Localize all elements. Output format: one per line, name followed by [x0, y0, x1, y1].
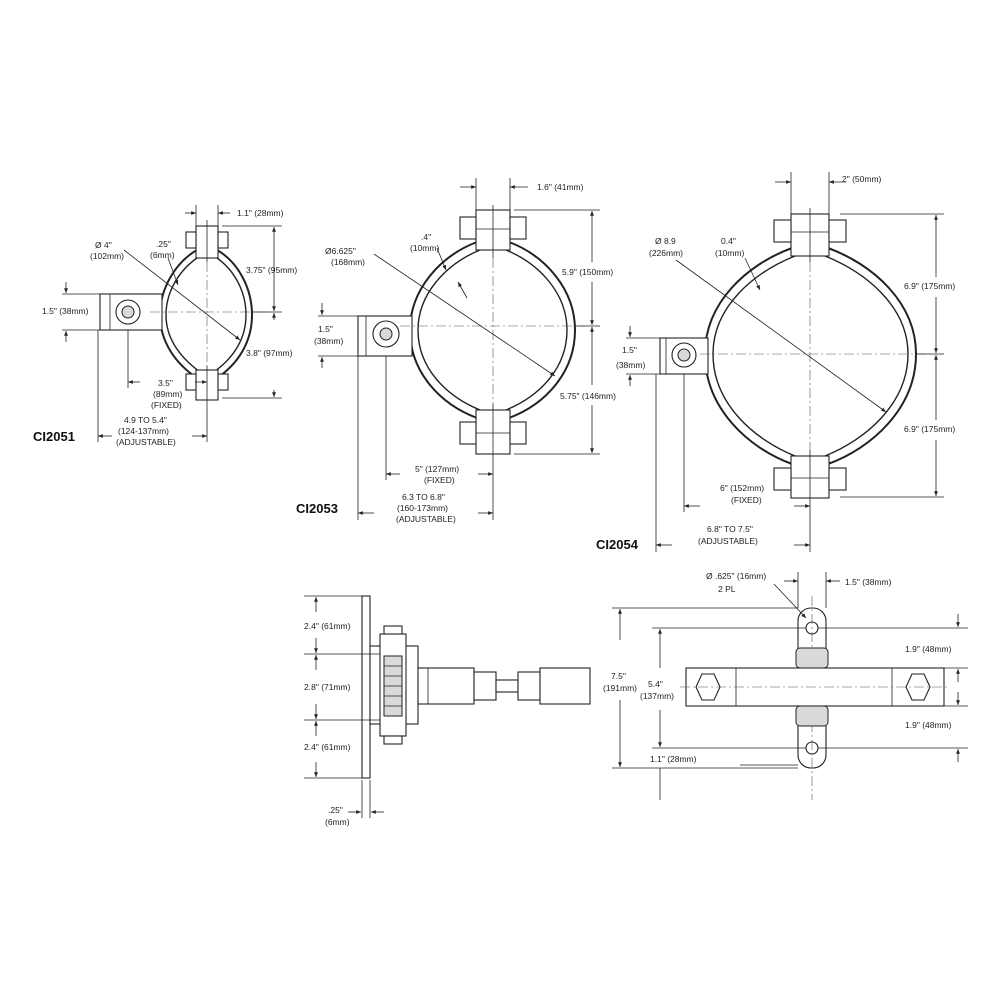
ci2054-top-width: 2" (50mm)	[842, 174, 882, 184]
ci2051-fixed-mm: (89mm)	[153, 389, 182, 399]
ci2053-upper-height: 5.9" (150mm)	[562, 267, 613, 277]
ci2054-boss-mm: (38mm)	[616, 360, 645, 370]
clamp-ci2054: 2" (50mm) 6.9" (175mm) 6.9" (175mm) Ø 8.…	[596, 172, 955, 552]
ci2051-fixed: 3.5"	[158, 378, 173, 388]
plan-total-mm: (191mm)	[603, 683, 637, 693]
ci2054-diameter-mm: (226mm)	[649, 248, 683, 258]
ci2053-diameter-mm: (168mm)	[331, 257, 365, 267]
ci2053-diameter: Ø6.625"	[325, 246, 356, 256]
plan-top-offset: 1.9" (48mm)	[905, 644, 952, 654]
plan-view: Ø .625" (16mm) 2 PL 1.5" (38mm) 7.5" (19…	[603, 571, 968, 800]
ci2053-fixed-label: (FIXED)	[424, 475, 455, 485]
ci2053-part-label: CI2053	[296, 501, 338, 516]
ci2053-adjustable-label: (ADJUSTABLE)	[396, 514, 456, 524]
plan-width: 1.5" (38mm)	[845, 577, 892, 587]
ci2054-thickness-mm: (10mm)	[715, 248, 744, 258]
ci2054-lower-height: 6.9" (175mm)	[904, 424, 955, 434]
side-middle-dim: 2.8" (71mm)	[304, 682, 351, 692]
ci2051-diameter-mm: (102mm)	[90, 251, 124, 261]
plan-span: 5.4"	[648, 679, 663, 689]
side-thickness-mm: (6mm)	[325, 817, 350, 827]
ci2051-adjustable: 4.9 TO 5.4"	[124, 415, 167, 425]
ci2053-boss: 1.5"	[318, 324, 333, 334]
ci2054-adjustable: 6.8" TO 7.5"	[707, 524, 753, 534]
plan-edge: 1.1" (28mm)	[650, 754, 697, 764]
ci2051-diameter: Ø 4"	[95, 240, 112, 250]
ci2054-adjustable-label: (ADJUSTABLE)	[698, 536, 758, 546]
ci2051-adjustable-mm: (124-137mm)	[118, 426, 169, 436]
ci2051-boss-height: 1.5" (38mm)	[42, 306, 89, 316]
side-bottom-dim: 2.4" (61mm)	[304, 742, 351, 752]
ci2051-fixed-label: (FIXED)	[151, 400, 182, 410]
ci2051-thickness-mm: (6mm)	[150, 250, 175, 260]
ci2054-thickness: 0.4"	[721, 236, 736, 246]
ci2051-top-width: 1.1" (28mm)	[237, 208, 284, 218]
plan-hole-count: 2 PL	[718, 584, 736, 594]
side-view: 2.4" (61mm) 2.8" (71mm) 2.4" (61mm) .25"…	[304, 595, 591, 827]
ci2051-thickness: .25"	[156, 239, 171, 249]
ci2054-boss: 1.5"	[622, 345, 637, 355]
ci2053-thickness: .4"	[421, 232, 431, 242]
ci2053-fixed: 5" (127mm)	[415, 464, 459, 474]
ci2051-upper-height: 3.75" (95mm)	[246, 265, 297, 275]
side-thickness: .25"	[328, 805, 343, 815]
ci2053-top-width: 1.6" (41mm)	[537, 182, 584, 192]
ci2053-adjustable: 6.3 TO 6.8"	[402, 492, 445, 502]
ci2053-adjustable-mm: (160-173mm)	[397, 503, 448, 513]
ci2053-lower-height: 5.75" (146mm)	[560, 391, 616, 401]
clamp-ci2051: 1.1" (28mm) 3.75" (95mm) 3.8" (97mm) Ø 4…	[33, 205, 297, 447]
ci2051-part-label: CI2051	[33, 429, 75, 444]
ci2053-boss-mm: (38mm)	[314, 336, 343, 346]
plan-span-mm: (137mm)	[640, 691, 674, 701]
ci2054-upper-height: 6.9" (175mm)	[904, 281, 955, 291]
ci2054-diameter: Ø 8.9	[655, 236, 676, 246]
ci2054-part-label: CI2054	[596, 537, 639, 552]
clamp-ci2053: 1.6" (41mm) 5.9" (150mm) 5.75" (146mm) Ø…	[296, 178, 616, 524]
plan-total: 7.5"	[611, 671, 626, 681]
ci2054-fixed-label: (FIXED)	[731, 495, 762, 505]
ci2053-thickness-mm: (10mm)	[410, 243, 439, 253]
ci2054-fixed: 6" (152mm)	[720, 483, 764, 493]
ci2051-adjustable-label: (ADJUSTABLE)	[116, 437, 176, 447]
side-top-dim: 2.4" (61mm)	[304, 621, 351, 631]
ci2051-lower-height: 3.8" (97mm)	[246, 348, 293, 358]
plan-hole-size: Ø .625" (16mm)	[706, 571, 766, 581]
plan-bottom-offset: 1.9" (48mm)	[905, 720, 952, 730]
